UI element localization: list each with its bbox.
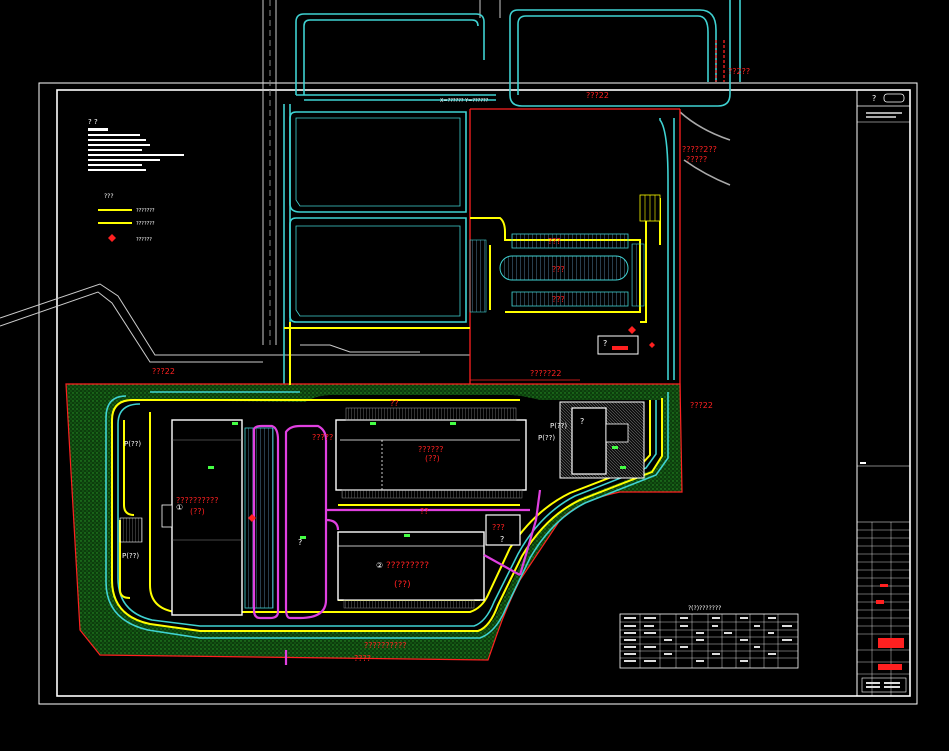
- notes-block: ? ? ??? ??????? ??????? ??????: [88, 118, 184, 243]
- building-4: [559, 401, 645, 479]
- title-block: ?: [856, 89, 911, 697]
- legend-item-3: ??????: [136, 237, 152, 243]
- external-roads: [0, 0, 501, 363]
- building-2: [337, 531, 485, 609]
- boundary-mid: ?????22: [530, 369, 561, 378]
- building-5: [485, 514, 521, 546]
- bldg2-no: ②: [376, 561, 383, 570]
- building-3: [335, 407, 527, 499]
- bldg7-no: ?: [603, 339, 607, 348]
- legend-item-1: ???????: [136, 208, 155, 214]
- bldg5-no: ?: [500, 535, 504, 544]
- road-label-mid: ??: [420, 507, 429, 516]
- building-7: [597, 335, 639, 355]
- legend-title: ???: [104, 193, 114, 200]
- parking-3-label: ???: [552, 295, 565, 304]
- data-table: ?(?)???????: [619, 605, 799, 669]
- legend-item-2: ???????: [136, 221, 155, 227]
- magenta-fire-route: [252, 424, 542, 665]
- table-title: ?(?)???????: [688, 605, 721, 612]
- parking-1-label: ???: [548, 237, 561, 246]
- redline-labels: ??2?? ???22 ?????2?? ????? ???22 ???22 ?…: [152, 67, 750, 663]
- left-tag-1: P(??): [124, 440, 141, 448]
- left-small-parking: [119, 517, 143, 543]
- gate-right-sub: ?????: [686, 155, 707, 164]
- building-labels: ?????????? (??) ① ?????? (??) ② ????????…: [176, 237, 607, 590]
- bldg3-title: ??????: [418, 445, 443, 454]
- bldg5-title: ???: [492, 523, 505, 532]
- bldg6-no: ?: [298, 538, 302, 547]
- site-tags: P(??) P(??) P(??) P(??) X=?????? Y=?????…: [122, 98, 567, 560]
- coord-top: X=?????? Y=??????: [440, 98, 489, 104]
- red-line-right: ???22: [690, 401, 713, 410]
- bldg2-sub: (??): [394, 580, 411, 590]
- bldg1-no: ①: [176, 503, 183, 512]
- bldg1-sub: (??): [190, 507, 205, 516]
- red-line-left: ???22: [152, 367, 175, 376]
- road-label-top: ??: [390, 399, 399, 408]
- red-line-top: ???22: [586, 91, 609, 100]
- green-markers: [208, 422, 626, 539]
- parking-2-label: ???: [552, 265, 565, 274]
- hydrant-markers: [248, 326, 655, 522]
- bldg2-title: ?????????: [386, 561, 429, 571]
- bldg1-title: ??????????: [176, 496, 218, 505]
- bottom-building-label: ??????????: [364, 641, 406, 650]
- bldg4-no: ?: [580, 417, 584, 426]
- fire-lane-label: ?????: [312, 433, 333, 442]
- title-block-logo: ?: [872, 94, 876, 103]
- building-1: [161, 419, 274, 616]
- site-ring-road: [105, 391, 669, 639]
- gate-right: ?????2??: [682, 145, 717, 154]
- notes-title: ? ?: [88, 118, 98, 126]
- right-tag-1: P(??): [538, 434, 555, 442]
- boundary-bottom: ????: [354, 654, 371, 663]
- right-tag-2: P(??): [550, 422, 567, 430]
- outer-frame: [38, 82, 918, 705]
- gate-top-right: ??2??: [728, 67, 750, 76]
- left-tag-2: P(??): [122, 552, 139, 560]
- bldg3-sub: (??): [425, 454, 440, 463]
- upper-parking: [469, 194, 661, 313]
